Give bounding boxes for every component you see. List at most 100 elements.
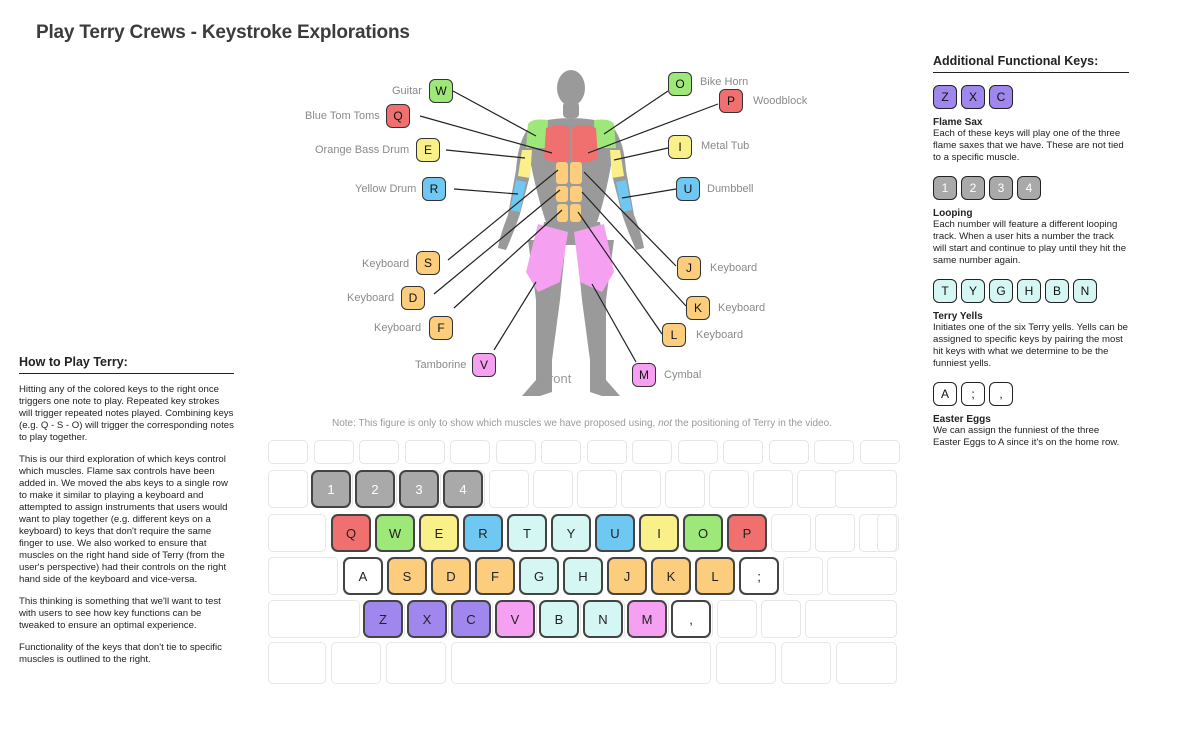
functional-key: 1 — [933, 176, 957, 200]
keyboard-blank-key — [577, 470, 617, 508]
how-to-paragraph-1: Hitting any of the colored keys to the r… — [19, 384, 234, 443]
keyboard-blank-key — [781, 642, 831, 684]
body-key-f: F — [429, 316, 453, 340]
body-key-label-f: Keyboard — [374, 322, 422, 334]
keyboard-key-e: E — [419, 514, 459, 552]
muscle-overlays — [510, 119, 632, 292]
functional-group-title: Flame Sax — [933, 117, 983, 128]
keyboard-key-q: Q — [331, 514, 371, 552]
keyboard-key-r: R — [463, 514, 503, 552]
keyboard-blank-key — [761, 600, 801, 638]
body-key-m: M — [632, 363, 656, 387]
keyboard-blank-key — [877, 514, 897, 552]
keyboard-blank-key — [717, 600, 757, 638]
keyboard-blank-key — [386, 642, 446, 684]
functional-key: C — [989, 85, 1013, 109]
keyboard-blank-key — [677, 440, 718, 464]
functional-key: X — [961, 85, 985, 109]
functional-key: 2 — [961, 176, 985, 200]
thigh-right — [574, 224, 614, 292]
thigh-left — [526, 224, 568, 292]
body-key-q: Q — [386, 104, 410, 128]
body-key-p: P — [719, 89, 743, 113]
keyboard-blank-key — [709, 470, 749, 508]
body-key-o: O — [668, 72, 692, 96]
functional-group-title: Terry Yells — [933, 311, 983, 322]
body-key-label-l: Keyboard — [696, 329, 744, 341]
keyboard-blank-key — [665, 470, 705, 508]
functional-group-title: Looping — [933, 208, 973, 219]
keyboard-blank-key — [495, 440, 536, 464]
functional-key: H — [1017, 279, 1041, 303]
keyboard-key-v: V — [495, 600, 535, 638]
keyboard-blank-key — [404, 440, 445, 464]
keyboard-blank-key — [815, 514, 855, 552]
keyboard-blank-key — [268, 440, 308, 464]
functional-key: N — [1073, 279, 1097, 303]
keyboard-key-y: Y — [551, 514, 591, 552]
keyboard-blank-key — [533, 470, 573, 508]
body-key-i: I — [668, 135, 692, 159]
keyboard-key-d: D — [431, 557, 471, 595]
body-key-r: R — [422, 177, 446, 201]
body-key-l: L — [662, 323, 686, 347]
shoulder-left — [526, 119, 548, 148]
keyboard-key-i: I — [639, 514, 679, 552]
keyboard-blank-key — [489, 470, 529, 508]
how-to-play-heading: How to Play Terry: — [19, 355, 234, 374]
body-key-k: K — [686, 296, 710, 320]
keyboard-key-k: K — [651, 557, 691, 595]
body-key-label-m: Cymbal — [664, 369, 702, 381]
functional-group-title: Easter Eggs — [933, 414, 991, 425]
body-key-label-k: Keyboard — [718, 302, 766, 314]
keyboard-blank-key — [805, 600, 897, 638]
body-key-label-p: Woodblock — [753, 95, 808, 107]
body-key-label-j: Keyboard — [710, 262, 758, 274]
functional-key: 3 — [989, 176, 1013, 200]
functional-key: Y — [961, 279, 985, 303]
keyboard-blank-key — [268, 514, 326, 552]
keyboard-key-c: C — [451, 600, 491, 638]
keyboard-blank-key — [859, 440, 900, 464]
keyboard-blank-key — [783, 557, 823, 595]
keyboard-blank-key — [621, 470, 661, 508]
bicep-left — [518, 150, 532, 178]
keyboard-key-s: S — [387, 557, 427, 595]
keyboard-key-3: 3 — [399, 470, 439, 508]
keyboard-key-l: L — [695, 557, 735, 595]
keyboard-key-1: 1 — [311, 470, 351, 508]
keyboard-blank-key — [268, 557, 338, 595]
body-key-v: V — [472, 353, 496, 377]
functional-key: T — [933, 279, 957, 303]
body-key-label-u: Dumbbell — [707, 183, 754, 195]
figure-front-label: Front — [541, 371, 572, 386]
functional-key: , — [989, 382, 1013, 406]
functional-group-description: Each of these keys will play one of the … — [933, 128, 1124, 163]
keyboard-key-4: 4 — [443, 470, 483, 508]
functional-group-description: Initiates one of the six Terry yells. Ye… — [933, 322, 1129, 369]
connector-lines — [419, 90, 719, 363]
keyboard-blank-key — [797, 470, 837, 508]
keyboard-key-u: U — [595, 514, 635, 552]
keyboard-blank-key — [716, 642, 776, 684]
keyboard-key-a: A — [343, 557, 383, 595]
body-key-label-q: Blue Tom Toms — [305, 110, 380, 122]
figure-note: Note: This figure is only to show which … — [332, 418, 832, 429]
page-title: Play Terry Crews - Keystroke Exploration… — [36, 22, 410, 43]
body-key-label-r: Yellow Drum — [355, 183, 417, 195]
keyboard-key-w: W — [375, 514, 415, 552]
body-key-label-i: Metal Tub — [701, 140, 750, 152]
keyboard-blank-key — [359, 440, 399, 464]
body-key-label-d: Keyboard — [347, 292, 395, 304]
body-key-label-w: Guitar — [392, 85, 422, 97]
body-key-w: W — [429, 79, 453, 103]
functional-key: G — [989, 279, 1013, 303]
keyboard-blank-key — [268, 470, 308, 508]
forearm-right — [616, 180, 632, 212]
